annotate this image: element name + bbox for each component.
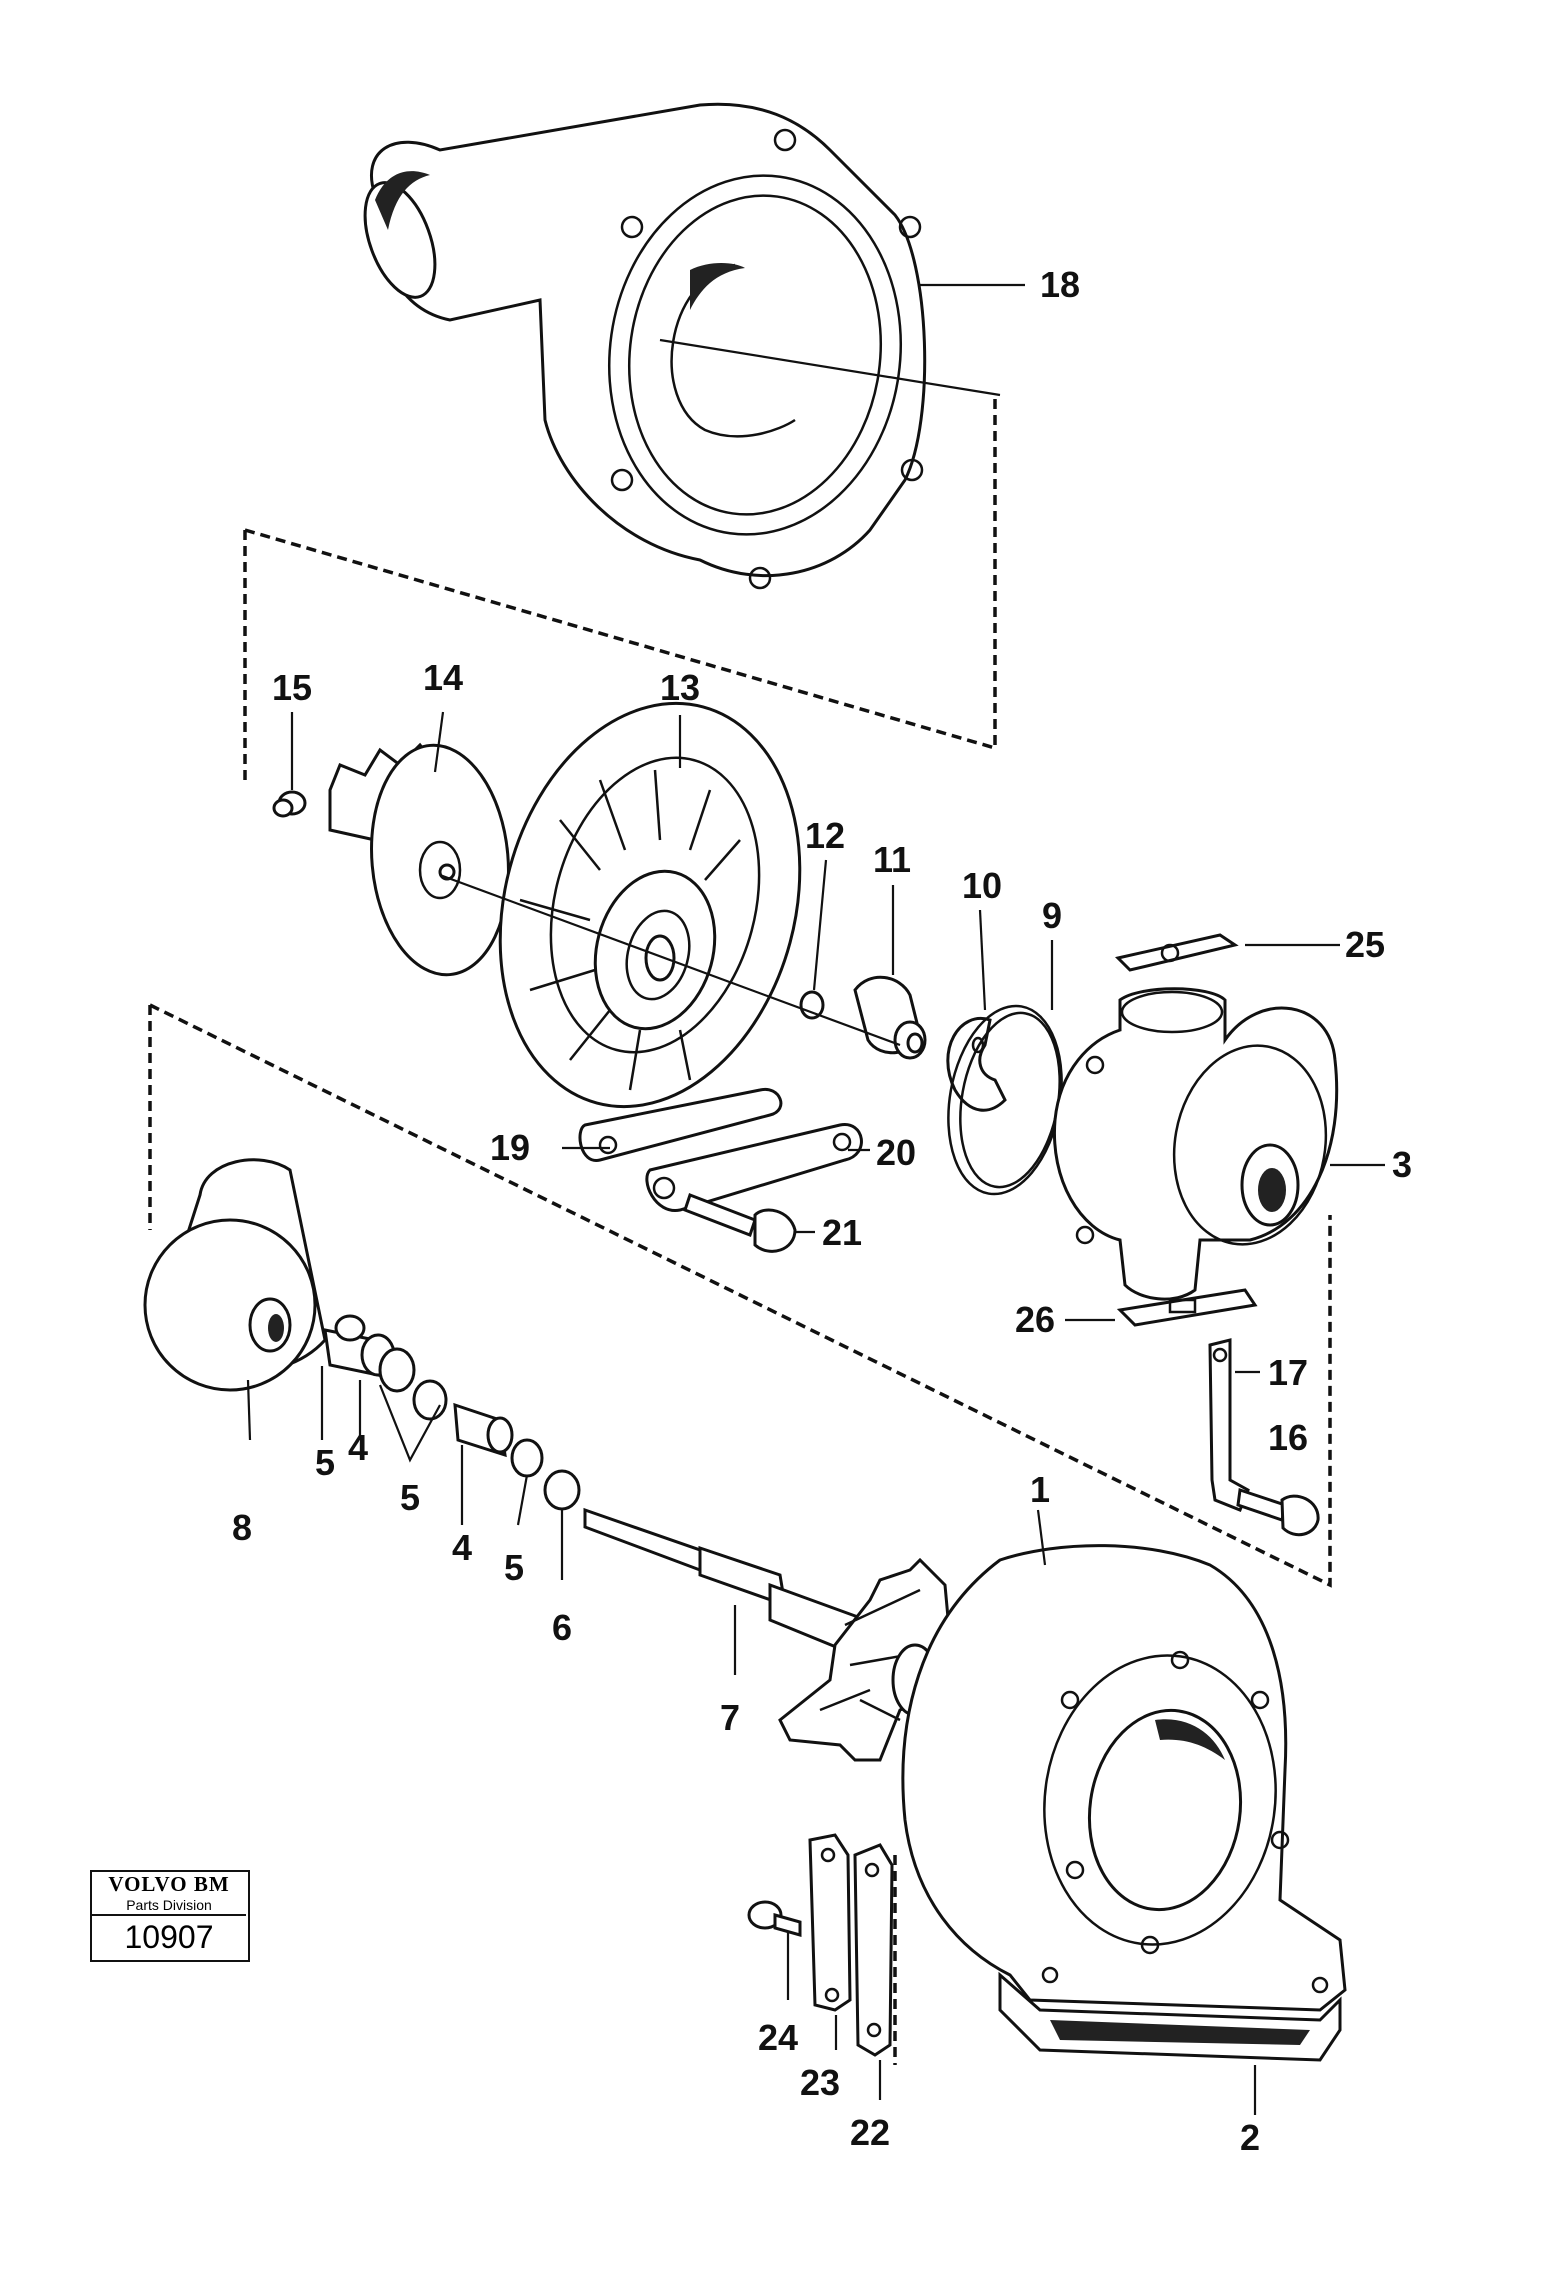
flange-gasket-top bbox=[1115, 933, 1239, 972]
callout-5-right: 5 bbox=[504, 1547, 524, 1588]
callout-12: 12 bbox=[805, 815, 845, 856]
turbine-housing bbox=[901, 1544, 1347, 2012]
callout-9: 9 bbox=[1042, 895, 1062, 936]
callout-19: 19 bbox=[490, 1127, 530, 1168]
callout-25: 25 bbox=[1345, 924, 1385, 965]
leader-lines bbox=[246, 283, 1385, 2115]
callout-1: 1 bbox=[1030, 1469, 1050, 1510]
lock-plate-right bbox=[1208, 1338, 1250, 1512]
dashed-frame-upper bbox=[243, 395, 997, 780]
callout-4-left: 4 bbox=[348, 1427, 368, 1468]
callout-2: 2 bbox=[1240, 2117, 1260, 2158]
callout-7: 7 bbox=[720, 1697, 740, 1738]
back-plate bbox=[498, 701, 802, 1109]
volvo-bm-logo-plate: VOLVO BM Parts Division 10907 bbox=[90, 1870, 250, 1962]
thrust-washer bbox=[946, 1017, 1007, 1112]
callout-17: 17 bbox=[1268, 1352, 1308, 1393]
callout-14: 14 bbox=[423, 657, 463, 698]
brand-division: Parts Division bbox=[92, 1896, 246, 1916]
bearings-and-rings bbox=[323, 1314, 581, 1511]
callout-8: 8 bbox=[232, 1507, 252, 1548]
callout-22: 22 bbox=[850, 2112, 890, 2153]
callout-4-right: 4 bbox=[452, 1527, 472, 1568]
sealing-ring bbox=[799, 990, 825, 1020]
seal-plate bbox=[143, 1158, 327, 1392]
brand-name: VOLVO BM bbox=[108, 1872, 230, 1896]
callout-labels: 18 15 14 13 12 11 10 9 25 3 19 20 21 26 … bbox=[232, 264, 1412, 2158]
lock-plates bbox=[578, 1087, 863, 1212]
thrust-collar bbox=[853, 975, 927, 1060]
clamp-plates bbox=[808, 1833, 894, 2057]
callout-13: 13 bbox=[660, 667, 700, 708]
callout-6: 6 bbox=[552, 1607, 572, 1648]
turbine-shaft bbox=[583, 1507, 952, 1762]
callout-10: 10 bbox=[962, 865, 1002, 906]
callout-15: 15 bbox=[272, 667, 312, 708]
callout-18: 18 bbox=[1040, 264, 1080, 305]
dashed-frame-middle bbox=[148, 1003, 1332, 1588]
plate-number: 10907 bbox=[124, 1919, 214, 1955]
callout-3: 3 bbox=[1392, 1144, 1412, 1185]
clamp-bolt bbox=[747, 1900, 802, 1937]
plate-bolt bbox=[683, 1193, 797, 1253]
flange-gasket bbox=[998, 1971, 1342, 2062]
bolt-right bbox=[1236, 1488, 1320, 1537]
callout-20: 20 bbox=[876, 1132, 916, 1173]
bearing-housing bbox=[1052, 987, 1339, 1301]
callout-24: 24 bbox=[758, 2017, 798, 2058]
callout-26: 26 bbox=[1015, 1299, 1055, 1340]
callout-11: 11 bbox=[873, 839, 911, 880]
compressor-wheel bbox=[328, 742, 510, 977]
callout-5-left: 5 bbox=[315, 1442, 335, 1483]
callout-16: 16 bbox=[1268, 1417, 1308, 1458]
impeller-nut bbox=[272, 790, 307, 818]
callout-5-middle: 5 bbox=[400, 1477, 420, 1518]
flange-gasket-bottom bbox=[1116, 1288, 1258, 1327]
compressor-housing bbox=[363, 102, 927, 590]
callout-21: 21 bbox=[822, 1212, 862, 1253]
callout-23: 23 bbox=[800, 2062, 840, 2103]
